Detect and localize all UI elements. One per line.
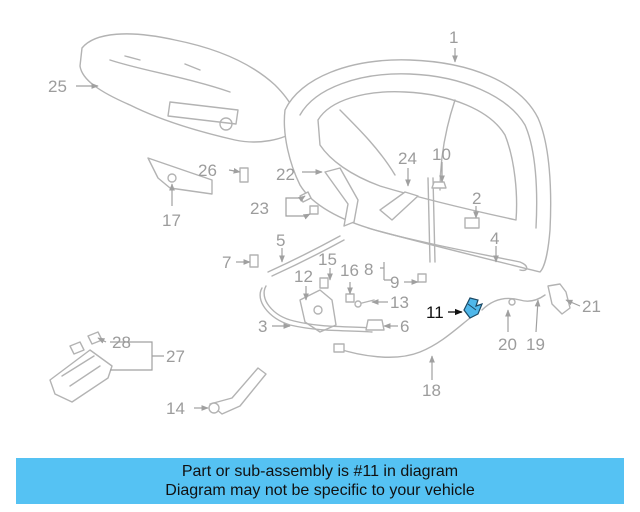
callout-25: 25 <box>48 77 67 96</box>
clip-26 <box>239 167 249 183</box>
callout-3: 3 <box>258 317 267 336</box>
callout-17: 17 <box>162 211 181 230</box>
banner-line-2: Diagram may not be specific to your vehi… <box>165 482 475 499</box>
callout-4: 4 <box>490 229 499 248</box>
callout-14: 14 <box>166 399 185 418</box>
callout-12: 12 <box>294 267 313 286</box>
hood-insulator-pad <box>79 33 298 143</box>
release-handle <box>547 283 571 315</box>
bracket-17 <box>147 157 213 195</box>
callout-1: 1 <box>449 28 458 47</box>
latch-assembly-detail <box>61 355 101 387</box>
callout-labels: 1 2 3 4 5 6 7 8 9 10 11 12 13 14 15 16 1… <box>48 28 601 418</box>
banner-line-1: Part or sub-assembly is #11 in diagram <box>181 463 459 480</box>
bumper-6 <box>365 319 385 331</box>
bolt-23a <box>299 191 312 203</box>
cable-20-19 <box>481 294 546 311</box>
callout-20: 20 <box>498 335 517 354</box>
cable-20-clip <box>508 298 516 306</box>
hood-hinge <box>324 167 359 227</box>
part-info-banner: Part or sub-assembly is #11 in diagram D… <box>16 458 624 504</box>
latch-assembly-27 <box>49 349 113 403</box>
part-9-shape <box>417 273 427 283</box>
callout-8: 8 <box>364 260 373 279</box>
callout-23: 23 <box>250 199 269 218</box>
bolt-23b <box>309 205 319 215</box>
bolt-13-head <box>354 300 362 308</box>
hood-seal-strip <box>367 227 528 272</box>
release-lever-14 <box>209 367 267 415</box>
part-2-shape <box>464 217 480 229</box>
leader-lines <box>76 48 581 411</box>
callout-13: 13 <box>390 293 409 312</box>
callout-16: 16 <box>340 261 359 280</box>
callout-18: 18 <box>422 381 441 400</box>
bracket-17-bolt <box>167 173 177 183</box>
callout-19: 19 <box>526 335 545 354</box>
callout-10: 10 <box>432 145 451 164</box>
callout-9: 9 <box>390 273 399 292</box>
lever-14-knob <box>208 402 220 414</box>
weatherstrip <box>267 235 341 273</box>
callout-7: 7 <box>222 253 231 272</box>
parts-diagram: 1 2 3 4 5 6 7 8 9 10 11 12 13 14 15 16 1… <box>48 28 601 418</box>
weatherstrip-inner <box>271 239 345 277</box>
callout-6: 6 <box>400 317 409 336</box>
latch-pivot <box>313 305 323 315</box>
release-cable-inner <box>263 285 373 329</box>
callout-21: 21 <box>582 297 601 316</box>
callout-5: 5 <box>276 231 285 250</box>
callout-2: 2 <box>472 189 481 208</box>
part-28b <box>87 331 103 345</box>
callout-24: 24 <box>398 149 417 168</box>
callout-26: 26 <box>198 161 217 180</box>
callout-11: 11 <box>426 303 444 322</box>
callout-15: 15 <box>318 250 337 269</box>
callout-22: 22 <box>276 165 295 184</box>
cable-18-end <box>333 343 345 353</box>
hood-latch <box>299 289 337 333</box>
callout-27: 27 <box>166 347 185 366</box>
part-15-shape <box>319 277 329 289</box>
part-16-shape <box>345 293 355 303</box>
callout-28: 28 <box>112 333 131 352</box>
part-28a <box>69 341 85 355</box>
part-10-shape <box>431 181 447 189</box>
hood-prop-rod <box>379 177 436 263</box>
part-11-highlight[interactable] <box>463 297 484 319</box>
cable-18 <box>335 317 471 358</box>
bolt-7 <box>249 254 259 268</box>
